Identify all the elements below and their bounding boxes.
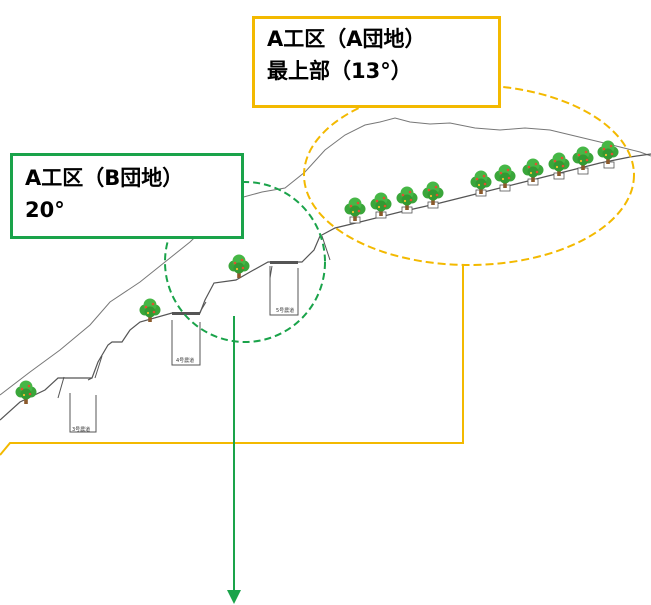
terrace-edge bbox=[57, 235, 331, 399]
tree-icon bbox=[344, 197, 366, 221]
a-area-subtitle: 最上部（13°） bbox=[267, 59, 412, 83]
farm-road-4-label: 4号農道 bbox=[176, 357, 194, 364]
tree-icon bbox=[572, 146, 594, 170]
a-area-leader-line bbox=[0, 264, 464, 456]
mountain-ridge-line bbox=[0, 117, 651, 396]
tree-icon bbox=[548, 152, 570, 176]
b-area-angle: 20° bbox=[25, 198, 65, 222]
b-area-title: A工区（B団地） bbox=[25, 166, 184, 190]
farm-road-3-label: 3号農道 bbox=[72, 426, 90, 433]
b-area-label-box: A工区（B団地） 20° bbox=[10, 153, 244, 239]
tree-icon bbox=[396, 186, 418, 210]
farm-road-5: 5号農道 bbox=[269, 261, 299, 316]
a-area-title: A工区（A団地） bbox=[267, 27, 426, 51]
farm-road-4: 4号農道 bbox=[171, 312, 201, 366]
tree-icon bbox=[139, 298, 161, 322]
tree-icon bbox=[422, 181, 444, 205]
tree-icon bbox=[15, 380, 37, 404]
farm-road-3: 3号農道 bbox=[69, 393, 97, 433]
b-area-arrow-head bbox=[227, 590, 241, 604]
tree-icon bbox=[370, 192, 392, 216]
farm-road-5-label: 5号農道 bbox=[276, 307, 294, 314]
b-area-circle bbox=[164, 181, 326, 343]
a-area-ellipse bbox=[303, 84, 635, 266]
a-area-label-box: A工区（A団地） 最上部（13°） bbox=[252, 16, 501, 108]
